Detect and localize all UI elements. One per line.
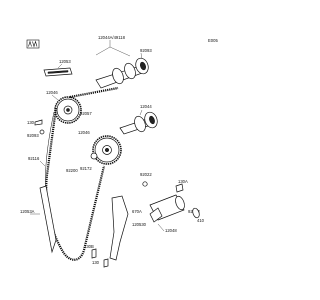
- plate-slot: [47, 70, 69, 74]
- label-670a: 670A: [132, 209, 142, 214]
- leader-line: [95, 40, 131, 57]
- label-92116: 92116: [28, 156, 40, 161]
- label-92093: 92093: [140, 48, 152, 53]
- label-92057: 92057: [80, 111, 92, 116]
- label-92200: 92200: [66, 168, 78, 173]
- label-92093-left: 92093: [27, 133, 39, 138]
- leader-line: [139, 109, 143, 116]
- sprocket-upper: [54, 96, 82, 124]
- diagram-code: E005: [208, 38, 218, 43]
- label-12044: 12044: [140, 104, 152, 109]
- label-410: 410: [197, 218, 205, 223]
- leader-line: [157, 223, 165, 232]
- label-130b: 130B: [84, 244, 94, 249]
- label-12053a: 12053A: [20, 209, 35, 214]
- label-12053: 12053: [59, 59, 71, 64]
- chain-edge: [45, 111, 55, 191]
- chain-segment: [69, 86, 119, 99]
- logo-icon: [26, 39, 40, 49]
- label-130-bottom: 130: [92, 260, 100, 265]
- spacer-ring: [90, 152, 98, 160]
- leader-line: [39, 160, 46, 167]
- washer-92022: [142, 181, 148, 187]
- leader-line: [57, 63, 63, 69]
- label-12046-lower: 12046: [78, 130, 90, 135]
- bolt-130-bottom: [103, 258, 109, 268]
- label-12048: 12048: [165, 228, 177, 233]
- bolt-130a: [175, 183, 184, 193]
- chain-guide-right: [109, 195, 129, 261]
- timing-chain-diagram: E005 12044A/49118 92093 12053 12046 9205…: [20, 35, 218, 268]
- label-12046: 12046: [46, 90, 58, 95]
- label-130a: 130A: [178, 179, 188, 184]
- chain-guide-left: [39, 185, 57, 254]
- sprocket-lower: [92, 135, 122, 165]
- bolt-130: [34, 119, 43, 126]
- label-130: 130: [27, 120, 35, 125]
- timing-chain: [45, 107, 106, 261]
- washer: [39, 129, 45, 135]
- bolt-130b: [91, 248, 97, 259]
- camshaft-upper: [95, 57, 149, 89]
- chain-tensioner: [149, 194, 200, 223]
- leader-line: [51, 94, 59, 101]
- label-120530: 120530: [132, 222, 147, 227]
- camshaft-lower: [119, 111, 158, 135]
- label-12044a-49118: 12044A/49118: [98, 35, 126, 40]
- label-92022: 92022: [140, 172, 152, 177]
- label-92172: 92172: [80, 166, 92, 171]
